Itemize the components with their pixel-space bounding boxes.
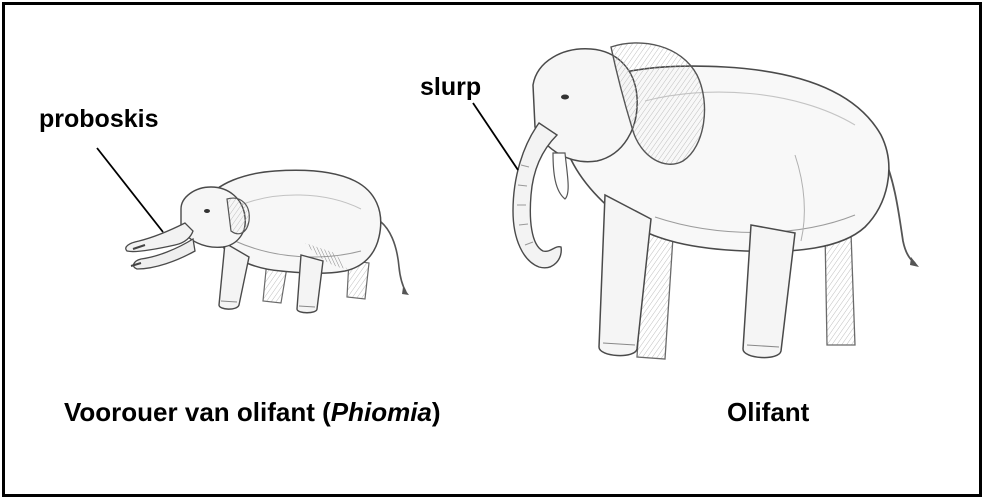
ancestor-genus-name: Phiomia [331,397,432,427]
slurp-leader-line [473,103,518,170]
elephant-caption: Olifant [727,397,809,428]
slurp-label: slurp [420,73,481,102]
proboskis-leader-line [97,148,163,232]
ancestor-caption: Voorouer van olifant (Phiomia) [64,397,441,428]
ancestor-caption-suffix: ) [432,397,441,427]
phiomia-drawing [126,170,409,312]
proboskis-label: proboskis [39,105,158,134]
elephant-drawing [513,43,919,359]
ancestor-caption-prefix: Voorouer van olifant ( [64,397,331,427]
